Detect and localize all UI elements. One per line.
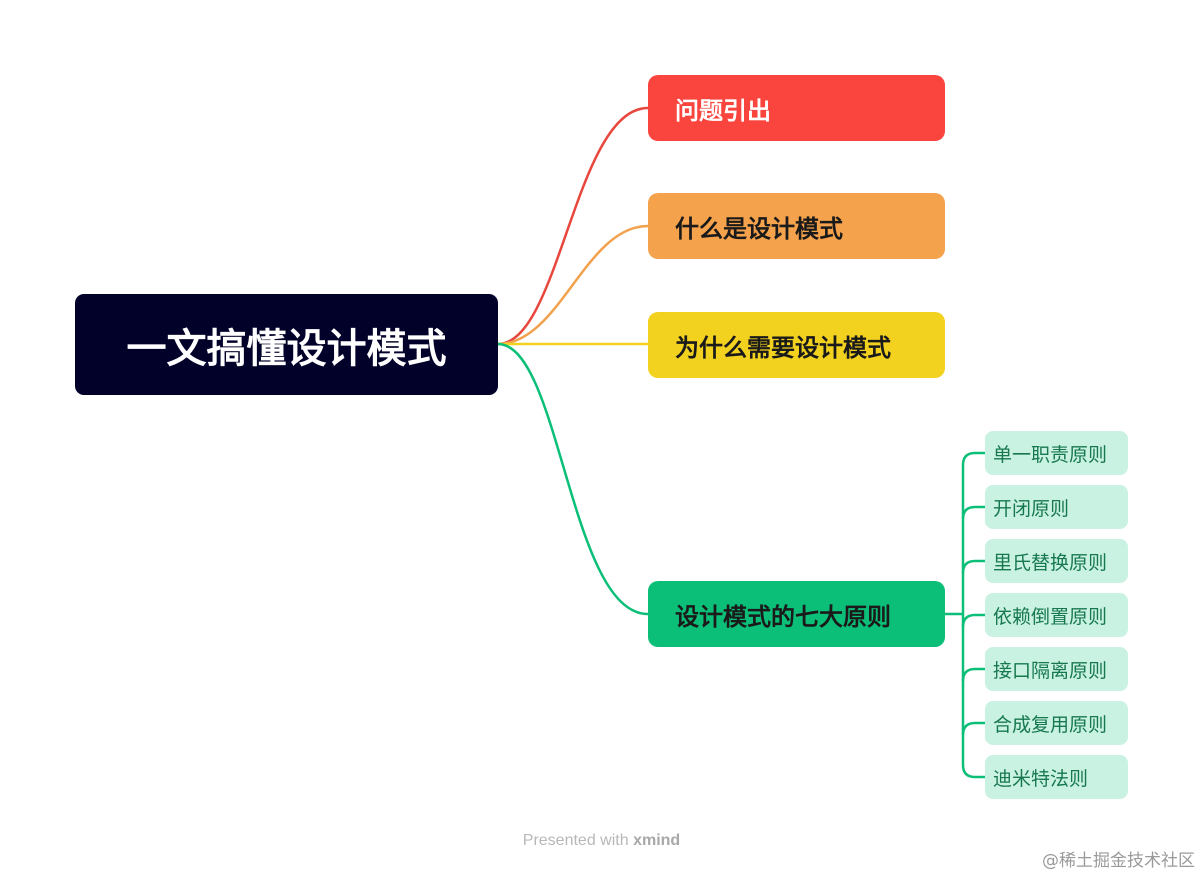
connector-leaf-spine — [961, 451, 976, 779]
branch-topic-label: 设计模式的七大原则 — [675, 602, 891, 631]
subtopic-2[interactable]: 开闭原则 — [985, 485, 1128, 529]
subtopic-label: 迪米特法则 — [993, 767, 1089, 790]
root-topic[interactable]: 一文搞懂设计模式 — [75, 294, 498, 395]
branch-topic-label: 为什么需要设计模式 — [675, 333, 891, 362]
connector-leaf-3 — [961, 559, 985, 574]
subtopic-label: 合成复用原则 — [993, 713, 1108, 736]
presented-with-footer: Presented with xmind — [0, 832, 1203, 850]
branch-topic-3[interactable]: 为什么需要设计模式 — [648, 312, 945, 378]
connector-leaf-2 — [961, 505, 985, 520]
subtopic-label: 里氏替换原则 — [993, 551, 1108, 574]
footer-prefix: Presented with — [522, 832, 629, 849]
branch-topic-2[interactable]: 什么是设计模式 — [648, 193, 945, 259]
subtopic-1[interactable]: 单一职责原则 — [985, 431, 1128, 475]
subtopic-label: 开闭原则 — [993, 497, 1070, 520]
subtopic-6[interactable]: 合成复用原则 — [985, 701, 1128, 745]
connector-leaf-4 — [961, 613, 985, 628]
root-topic-label: 一文搞懂设计模式 — [126, 325, 447, 372]
connector-branch-2 — [497, 224, 649, 346]
connector-branch-4 — [497, 342, 649, 616]
subtopic-label: 依赖倒置原则 — [993, 605, 1108, 628]
branch-topic-1[interactable]: 问题引出 — [648, 75, 945, 141]
branch-topic-label: 什么是设计模式 — [675, 214, 843, 243]
connector-leaf-5 — [961, 667, 985, 682]
subtopic-7[interactable]: 迪米特法则 — [985, 755, 1128, 799]
watermark: @稀土掘金技术社区 — [1042, 851, 1195, 871]
subtopic-label: 接口隔离原则 — [993, 659, 1108, 682]
branch-topic-4[interactable]: 设计模式的七大原则 — [648, 581, 945, 647]
subtopic-5[interactable]: 接口隔离原则 — [985, 647, 1128, 691]
subtopic-3[interactable]: 里氏替换原则 — [985, 539, 1128, 583]
connector-leaf-6 — [961, 721, 985, 736]
xmind-logo-text: xmind — [633, 832, 681, 849]
connector-branch-1 — [497, 106, 649, 346]
branch-topic-label: 问题引出 — [675, 96, 771, 125]
subtopic-4[interactable]: 依赖倒置原则 — [985, 593, 1128, 637]
subtopic-label: 单一职责原则 — [993, 443, 1108, 466]
